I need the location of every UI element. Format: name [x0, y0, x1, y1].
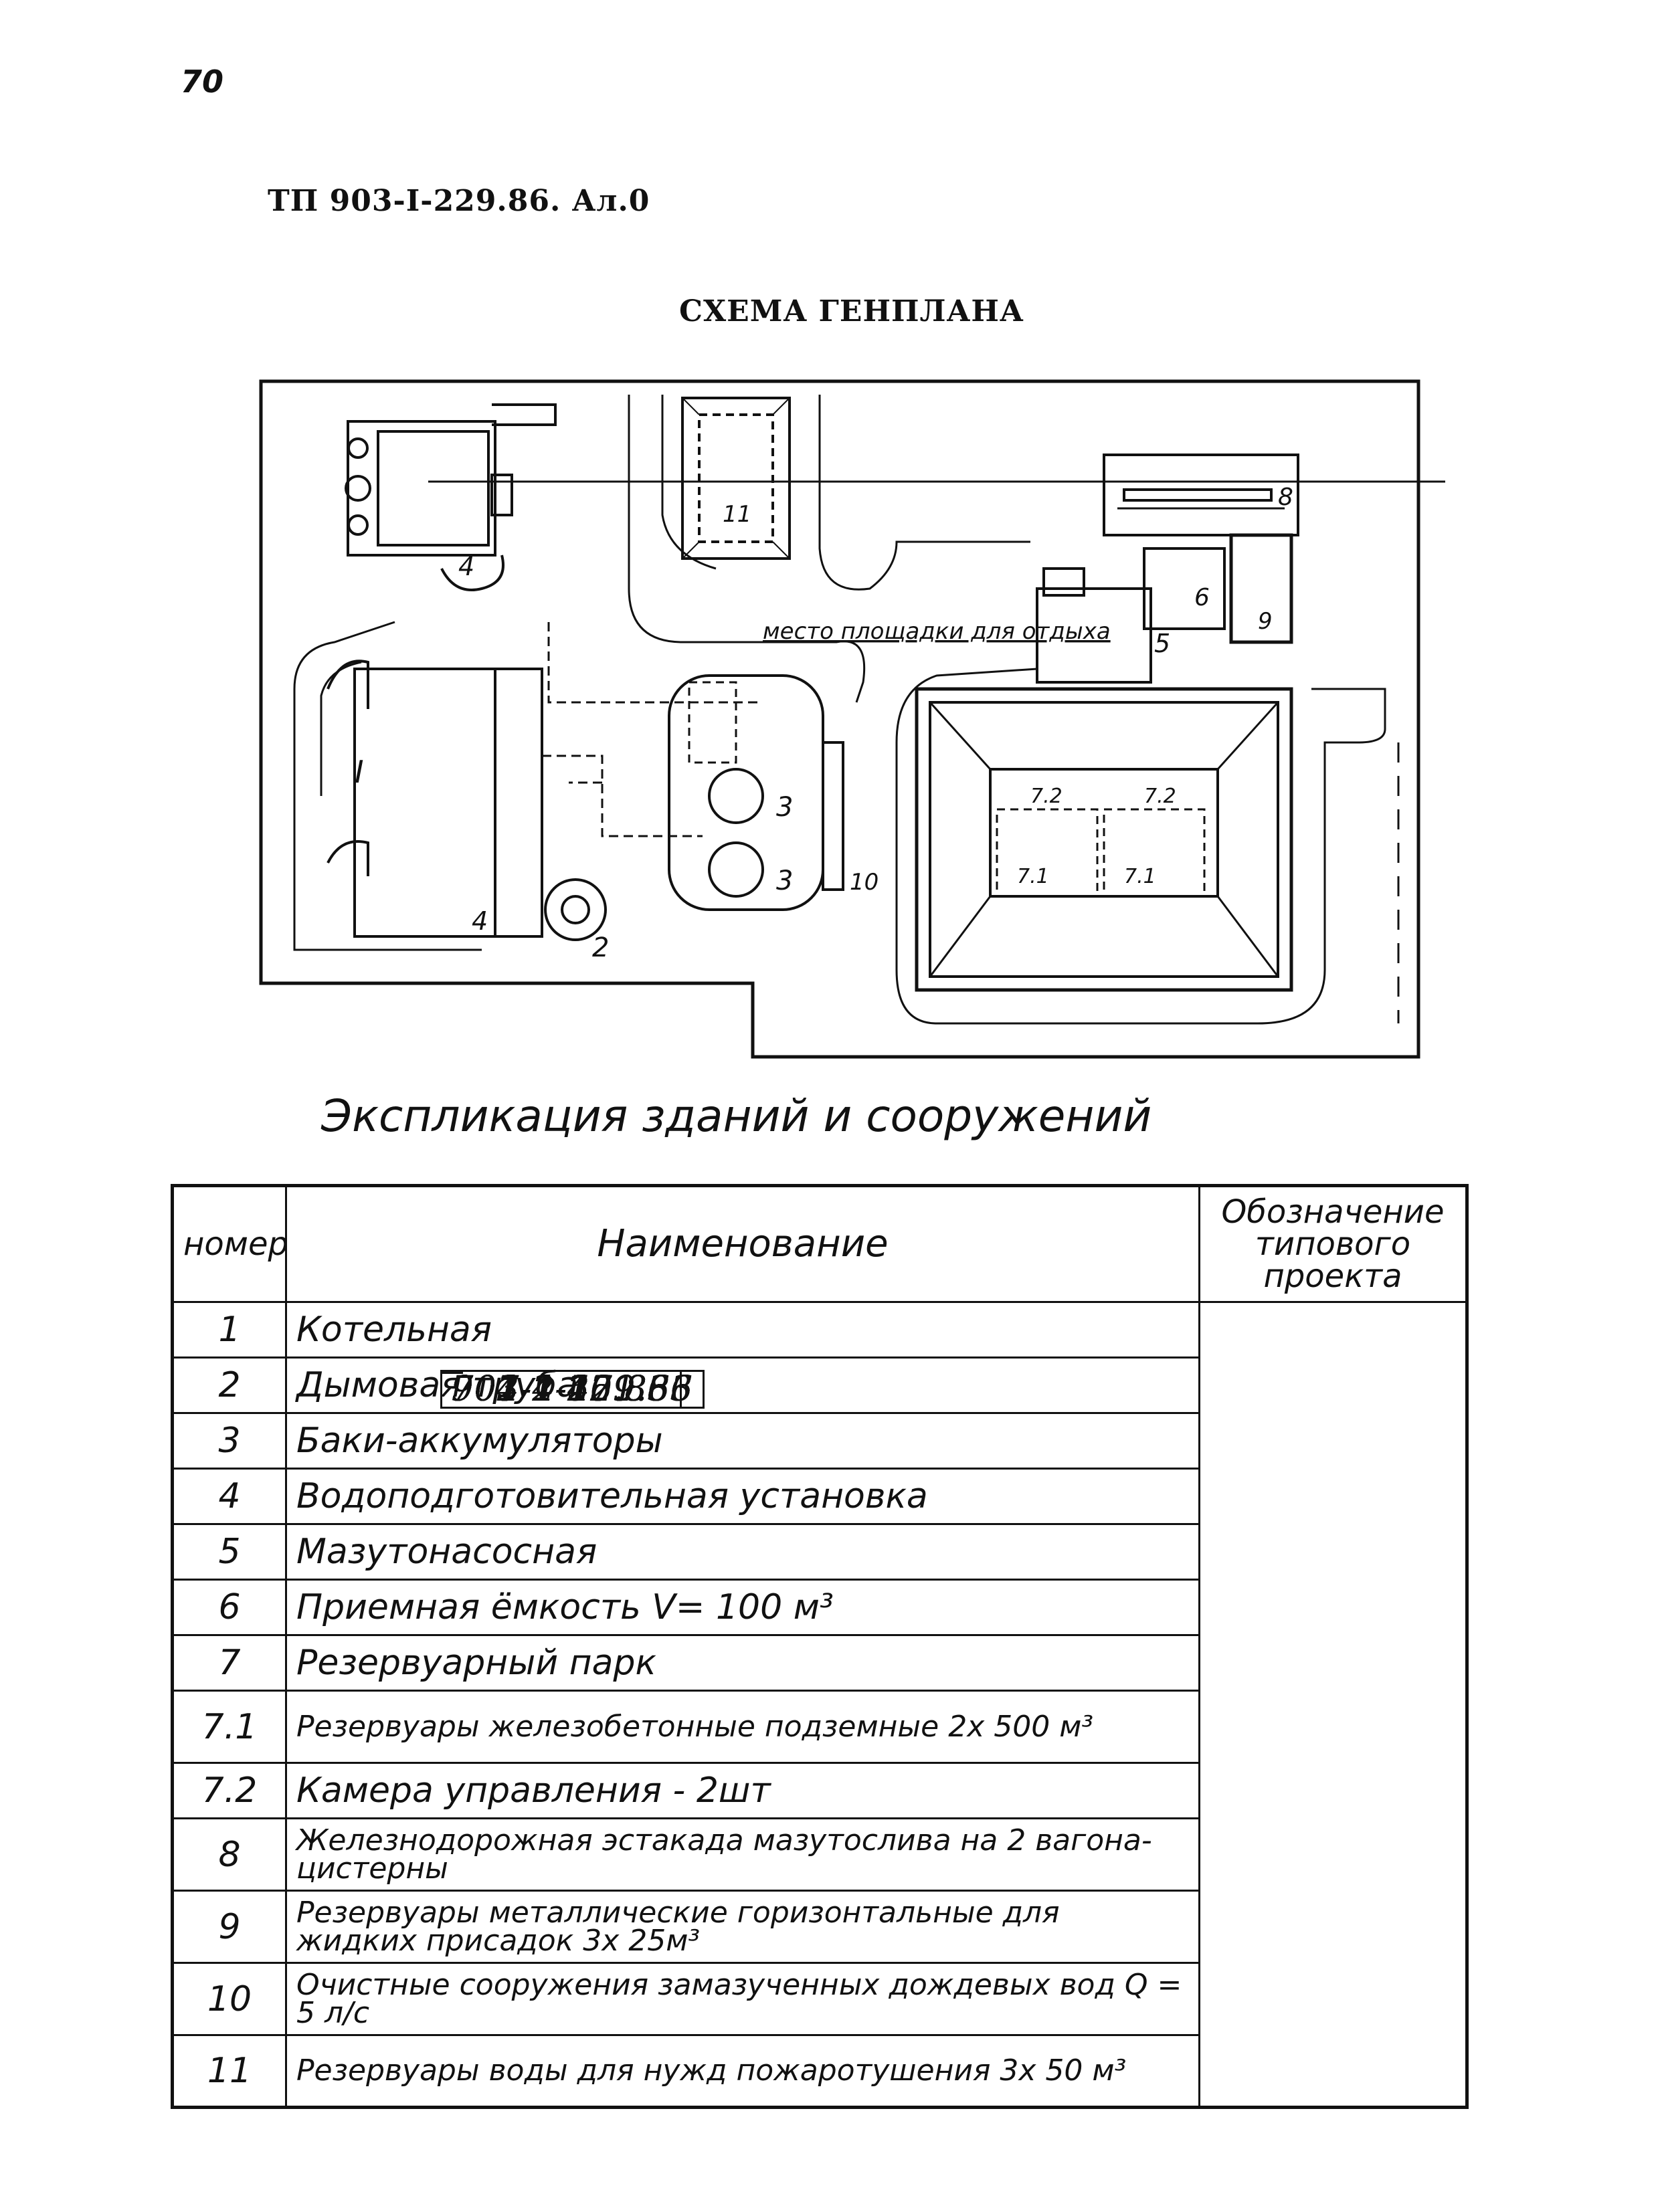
building-4: [347, 420, 496, 557]
row-number: 2: [171, 1356, 287, 1414]
rail-trestle-8: [1103, 454, 1299, 536]
table-row: 11 Резервуары воды для нужд пожаротушени…: [171, 1369, 1467, 2108]
row-name: Дымовая труба: [285, 1356, 1200, 1414]
row-number: 8: [171, 1817, 287, 1892]
plan-label-7-2a: 7.2: [1030, 785, 1063, 808]
plan-label-6: 6: [1194, 584, 1210, 611]
plan-label-rest-area: место площадки для отдыха: [763, 618, 1111, 645]
row-code: 901-4-57.83: [440, 1369, 682, 1409]
plan-label-8: 8: [1278, 484, 1293, 511]
row-number: 10: [171, 1962, 287, 2036]
site-plan-svg: место площадки для отдыха I 4 4 2 3 3 5 …: [259, 379, 1445, 1059]
header-number: номер: [171, 1185, 287, 1303]
plan-label-3a: 3: [776, 792, 793, 823]
row-number: 3: [171, 1412, 287, 1470]
plan-label-7-1a: 7.1: [1017, 865, 1049, 888]
table-row: 10 Очистные сооружения замазученных дожд…: [171, 1369, 1467, 2036]
table-row: 7.1 Резервуары железобетонные подземные …: [171, 1369, 1467, 1764]
road-right: [818, 395, 1030, 591]
table-row: 6 Приемная ёмкость V= 100 м³ 903-2-25.86: [171, 1369, 1467, 1636]
row-name: Резервуары железобетонные подземные 2х 5…: [285, 1690, 1200, 1764]
pump-house-5: [1036, 587, 1152, 684]
road-center: [628, 395, 866, 703]
site-boundary: [259, 379, 1420, 1059]
tanks-11: [681, 397, 791, 560]
row-name: Приемная ёмкость V= 100 м³: [285, 1579, 1200, 1636]
row-name: Очистные сооружения замазученных дождевы…: [285, 1962, 1200, 2036]
row-name: Резервуарный парк: [285, 1634, 1200, 1692]
road-right-loop: [895, 668, 1386, 1025]
treatment-10: [822, 741, 844, 891]
plan-label-10: 10: [850, 869, 879, 896]
header-designation: Обозначение типового проекта: [1198, 1185, 1468, 1303]
table-row: 2 Дымовая труба 907-2-251.83: [171, 1356, 1467, 1414]
table-row: 8 Железнодорожная эстакада мазутослива н…: [171, 1369, 1467, 1892]
reservoir-park-7: [915, 687, 1293, 992]
accumulator-tanks-3: [668, 674, 824, 911]
row-name: Котельная: [285, 1301, 1200, 1359]
row-number: 5: [171, 1523, 287, 1581]
row-number: 7.1: [171, 1690, 287, 1764]
table-row: 5 Мазутонасосная 903-2-25.86: [171, 1369, 1467, 1581]
plan-label-5: 5: [1154, 629, 1170, 658]
page-number: 70: [181, 64, 224, 100]
table-header-row: номер Наименование Обозначение типового …: [171, 1185, 1468, 1303]
plan-label-7-1b: 7.1: [1124, 865, 1156, 888]
drawing-title: СХЕМА ГЕНПЛАНА: [679, 294, 1024, 328]
table-row: 4 Водоподготовительная установка 903-1-2…: [171, 1369, 1467, 1525]
road-left: [293, 621, 482, 951]
table-row: 7.2 Камера управления - 2шт 903-2-25.86: [171, 1369, 1467, 1819]
row-number: 7.2: [171, 1762, 287, 1819]
row-number: 4: [171, 1468, 287, 1525]
row-name: Железнодорожная эстакада мазутослива на …: [285, 1817, 1200, 1892]
road-left-inner: [320, 661, 362, 796]
boiler-house-I: [353, 668, 496, 938]
plan-label-2: 2: [592, 932, 609, 963]
plan-label-7-2b: 7.2: [1144, 785, 1176, 808]
row-number: 1: [171, 1301, 287, 1359]
plan-labels: место площадки для отдыха I 4 4 2 3 3 5 …: [355, 484, 1293, 963]
tanks-9: [1229, 533, 1293, 644]
explication-table: номер Наименование Обозначение типового …: [171, 1184, 1469, 2109]
plan-label-4a: 4: [458, 552, 474, 581]
plan-label-4b: 4: [472, 906, 488, 936]
table-row: 3 Баки-аккумуляторы 903-1-229.86: [171, 1369, 1467, 1470]
row-name: Резервуары металлические горизонтальные …: [285, 1890, 1200, 1964]
tank-6: [1143, 547, 1226, 630]
row-number: 9: [171, 1890, 287, 1964]
plan-label-11: 11: [723, 501, 751, 528]
site-plan-drawing: место площадки для отдыха I 4 4 2 3 3 5 …: [254, 368, 1459, 1077]
plan-label-9: 9: [1258, 608, 1273, 635]
row-name: Камера управления - 2шт: [285, 1762, 1200, 1819]
row-number: 7: [171, 1634, 287, 1692]
row-name: Резервуары воды для нужд пожаротушения 3…: [285, 2034, 1200, 2108]
row-number: 11: [171, 2034, 287, 2108]
row-name: Мазутонасосная: [285, 1523, 1200, 1581]
row-number: 6: [171, 1579, 287, 1636]
road-center-2: [661, 395, 717, 570]
plan-label-3b: 3: [776, 866, 793, 896]
table-row: 9 Резервуары металлические горизонтальны…: [171, 1369, 1467, 1964]
document-code: ТП 903-I-229.86. Ал.0: [268, 184, 650, 218]
explication-title: Экспликация зданий и сооружений: [321, 1090, 1152, 1142]
table-row: 7 Резервуарный парк: [171, 1369, 1467, 1692]
header-name: Наименование: [285, 1185, 1200, 1303]
row-name: Водоподготовительная установка: [285, 1468, 1200, 1525]
plan-label-I: I: [355, 754, 364, 790]
chimney-2: [544, 878, 607, 941]
table-row: 1 Котельная 903-1-229.86: [171, 1301, 1467, 1409]
row-name: Баки-аккумуляторы: [285, 1412, 1200, 1470]
building-4-core: [377, 430, 490, 546]
